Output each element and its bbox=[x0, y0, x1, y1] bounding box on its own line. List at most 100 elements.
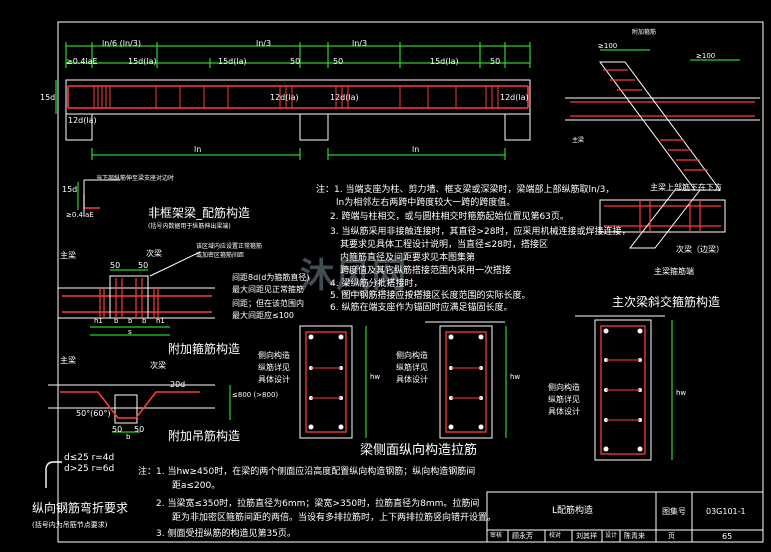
dim-50-a: 50 bbox=[290, 57, 301, 66]
side1-label-a: 侧向构造 bbox=[258, 351, 290, 360]
side3-label-b: 纵筋详见 bbox=[548, 395, 580, 404]
tb-atlas-no: 03G101-1 bbox=[706, 507, 746, 516]
hanger-50a: 50 bbox=[112, 425, 123, 434]
dim-ln3-b: ln/3 bbox=[352, 39, 368, 48]
note-top-3: 3. 当纵筋采用非接触连接时，其直径>28时，应采用机械连接或焊接连接， bbox=[330, 227, 631, 237]
note-top-6: 6. 纵筋在端支座作为锚固时应满足锚固长度。 bbox=[330, 303, 513, 313]
tb-page-label: 页 bbox=[668, 532, 675, 540]
tb-reviewer: 顾永芳 bbox=[512, 532, 533, 540]
tb-page-no: 65 bbox=[722, 532, 733, 541]
hanger-main-beam: 主梁 bbox=[60, 356, 76, 365]
stirrup-s: s bbox=[128, 328, 132, 336]
hanger-le800: ≤800 (>800) bbox=[232, 391, 279, 399]
stirrup-sec-beam: 次梁 bbox=[146, 249, 162, 258]
stirrup-note-f: 最大间距应≤100 bbox=[232, 311, 294, 320]
stirrup-b-a: b bbox=[114, 317, 119, 325]
side3-hw: hw bbox=[676, 389, 687, 397]
tb-checker: 刘其祥 bbox=[576, 532, 597, 540]
stirrup-h1-b: h1 bbox=[156, 317, 165, 325]
skew-main: 主梁 bbox=[572, 137, 585, 144]
label-15d: 15d bbox=[40, 93, 56, 102]
label-12d-left: 12d(la) bbox=[68, 116, 97, 125]
note-top-1b: ln为相邻左右两跨中跨度较大一跨的跨度值。 bbox=[336, 198, 516, 208]
bend-line-2: d>25 r=6d bbox=[64, 464, 115, 474]
hanger-20d: 20d bbox=[170, 380, 186, 389]
stirrup-note-e: 间距；但在该范围内 bbox=[232, 299, 304, 308]
stirrup-h1-a: h1 bbox=[94, 317, 103, 325]
title-block-lines bbox=[486, 491, 764, 543]
note-bottom-1: 注：1. 当hw≥450时，在梁的两个侧面应沿高度配置纵向构造钢筋；纵向构造钢筋… bbox=[138, 467, 476, 477]
small-04lae: ≥0.4laE bbox=[66, 211, 94, 219]
tb-review: 审核 bbox=[490, 532, 503, 539]
hanger-b: b bbox=[126, 433, 131, 441]
dim-15d-a: 15d(la) bbox=[128, 57, 157, 66]
note-top-3b: 其要求见具体工程设计说明，当直径≤28时，搭接区 bbox=[340, 240, 548, 250]
note-bottom-2b: 距为非加密区箍筋间距的两倍。当设有多排拉筋时，上下两排拉筋竖向错开设置。 bbox=[172, 513, 497, 523]
hanger-title: 附加吊筋构造 bbox=[168, 429, 241, 443]
note-top-3d: 跨度值及其它纵筋搭接范围内采用一次搭接 bbox=[340, 266, 512, 276]
hanger-sec-beam: 次梁 bbox=[150, 361, 166, 370]
tb-design: 设计 bbox=[605, 532, 618, 539]
stirrup-title: 附加箍筋构造 bbox=[168, 342, 241, 356]
dim-ln6: ln/6 (ln/3) bbox=[102, 39, 141, 48]
beam-elevation bbox=[55, 42, 531, 160]
bend-line-1: d≤25 r=4d bbox=[64, 453, 115, 463]
side3-label-c: 具体设计 bbox=[548, 407, 580, 416]
side1-hw: hw bbox=[370, 373, 381, 381]
note-top-1: 注：1. 当端支座为柱、剪力墙、框支梁或深梁时，梁端部上部纵筋取ln/3， bbox=[316, 185, 615, 195]
stirrup-note-c: 间距8d(d为箍筋直径) bbox=[232, 273, 310, 282]
note-top-3c: 内箍筋直径及间距要求见本图集第 bbox=[340, 253, 476, 263]
note-bottom-3: 3. 侧面受扭纵筋的构造见第35页。 bbox=[156, 529, 296, 539]
label-12d-mid2: 12d(la) bbox=[330, 93, 359, 102]
dim-50-c: 50 bbox=[490, 57, 501, 66]
note-top-4: 4. 梁纵筋分批搭接时， bbox=[330, 279, 423, 289]
dim-50-b: 50 bbox=[333, 57, 344, 66]
stirrup-b-b: b bbox=[128, 317, 133, 325]
side1-label-c: 具体设计 bbox=[258, 375, 290, 384]
non-frame-title: 非框架梁_配筋构造 bbox=[148, 206, 251, 220]
dim-ln3-a: ln/3 bbox=[256, 39, 272, 48]
side2-label-c: 具体设计 bbox=[396, 375, 428, 384]
stirrup-50b: 50 bbox=[138, 261, 149, 270]
bend-detail bbox=[45, 461, 62, 488]
bend-title: 纵向钢筋弯折要求 bbox=[32, 501, 129, 515]
hanger-50b: 50 bbox=[134, 425, 145, 434]
stirrup-note-b: 或加密区箍筋间距 bbox=[196, 252, 245, 259]
side3-label-a: 侧向构造 bbox=[548, 383, 580, 392]
skew-main3: 主梁箍筋端 bbox=[654, 267, 694, 276]
label-12d-mid: 12d(la) bbox=[270, 93, 299, 102]
tb-designer: 陈青来 bbox=[624, 532, 645, 540]
stirrup-note-a: 该区域内应设置正常箍筋 bbox=[196, 243, 263, 250]
tb-drawing-name: L配筋构造 bbox=[552, 506, 594, 516]
section-1 bbox=[299, 325, 367, 439]
dim-04lae: ≥0.4laE bbox=[66, 57, 98, 66]
side2-hw: hw bbox=[510, 373, 521, 381]
label-ln-left: ln bbox=[194, 145, 202, 154]
note-top-5: 5. 图中钢筋搭接应按搭接区长度范围的实际长度。 bbox=[330, 291, 531, 301]
small-15d: 15d bbox=[62, 185, 78, 194]
skew-top-label: 附加箍筋 bbox=[632, 29, 657, 36]
section-2 bbox=[425, 321, 507, 439]
side2-label-a: 侧向构造 bbox=[396, 351, 428, 360]
tb-atlas-label: 图集号 bbox=[662, 507, 686, 516]
dim-15d-b: 15d(la) bbox=[430, 57, 459, 66]
stirrup-note-d: 最大间距见正常箍筋 bbox=[232, 285, 304, 294]
hanger-detail bbox=[48, 384, 231, 433]
small-anchor-detail bbox=[77, 179, 120, 216]
stirrup-detail bbox=[58, 251, 215, 336]
side1-label-b: 纵筋详见 bbox=[258, 363, 290, 372]
skew-sec: 次梁（边梁） bbox=[676, 245, 724, 254]
stirrup-b-c: b bbox=[142, 317, 147, 325]
section-3 bbox=[575, 315, 673, 461]
label-ln-right: ln bbox=[412, 145, 420, 154]
stirrup-main-beam: 主梁 bbox=[60, 251, 76, 260]
side-title: 梁侧面纵向构造拉筋 bbox=[360, 443, 478, 458]
side2-label-b: 纵筋详见 bbox=[396, 363, 428, 372]
skew-detail bbox=[565, 49, 760, 249]
stirrup-50a: 50 bbox=[110, 261, 121, 270]
hanger-bar-angle: 50°(60°) bbox=[76, 409, 111, 418]
skew-100a: ≥100 bbox=[598, 42, 618, 50]
tb-check: 校对 bbox=[549, 532, 562, 539]
dim-15d-c: 15d(la) bbox=[218, 57, 247, 66]
